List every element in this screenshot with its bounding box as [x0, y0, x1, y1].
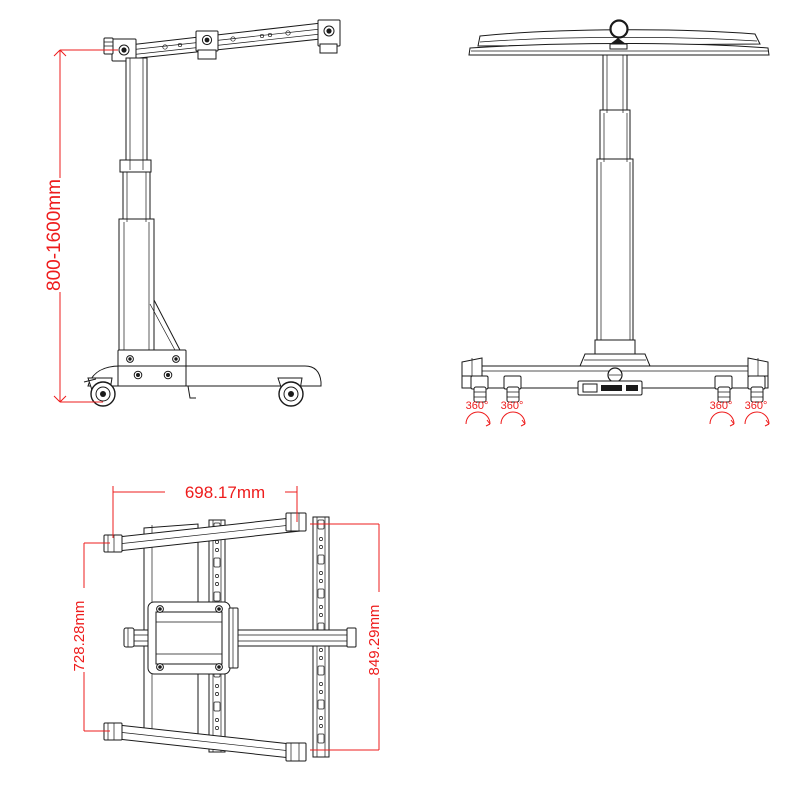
caster-rotation-label-1: 360°: [501, 400, 524, 412]
mounting-rail-side: [103, 19, 341, 62]
telescoping-column-front: [594, 54, 636, 355]
caster-rotation-label-3: 360°: [745, 400, 768, 412]
dimension-plan-depth-left: 728.28mm: [71, 542, 110, 732]
caster-base-side: [83, 349, 322, 407]
caster-rotation-label-0: 360°: [466, 400, 489, 412]
dimension-label-plan-width: 698.17mm: [185, 483, 265, 502]
dimension-label-height-range: 800-1600mm: [44, 179, 65, 291]
casters-front-left: [470, 375, 522, 403]
caster-base-front: [461, 353, 769, 396]
plan-arm-top: [103, 512, 307, 553]
dimension-height-range: 800-1600mm: [44, 49, 118, 403]
dimension-plan-width: 698.17mm: [112, 483, 298, 538]
dimension-label-plan-depth-left: 728.28mm: [71, 601, 88, 672]
plan-arm-bottom: [103, 722, 307, 762]
dimension-label-plan-depth-right: 849.29mm: [366, 605, 383, 676]
casters-front-right: [714, 375, 766, 403]
front-elevation-view: 360° 360° 360° 360°: [461, 19, 770, 427]
side-elevation-view: 800-1600mm: [44, 19, 341, 407]
height-control-panel[interactable]: [577, 380, 643, 396]
dimension-plan-depth-right: 849.29mm: [310, 523, 383, 751]
top-plan-view: 698.17mm 728.28mm 849.29mm: [71, 483, 383, 762]
tabletop-front: [468, 19, 770, 56]
caster-rotation-label-2: 360°: [710, 400, 733, 412]
caster-side-right: [277, 377, 304, 407]
telescoping-column-side: [118, 57, 182, 362]
plan-center-bracket: [147, 601, 239, 675]
caster-side-left: [83, 377, 116, 407]
caster-rotation-annotations: 360° 360° 360° 360°: [465, 400, 770, 427]
